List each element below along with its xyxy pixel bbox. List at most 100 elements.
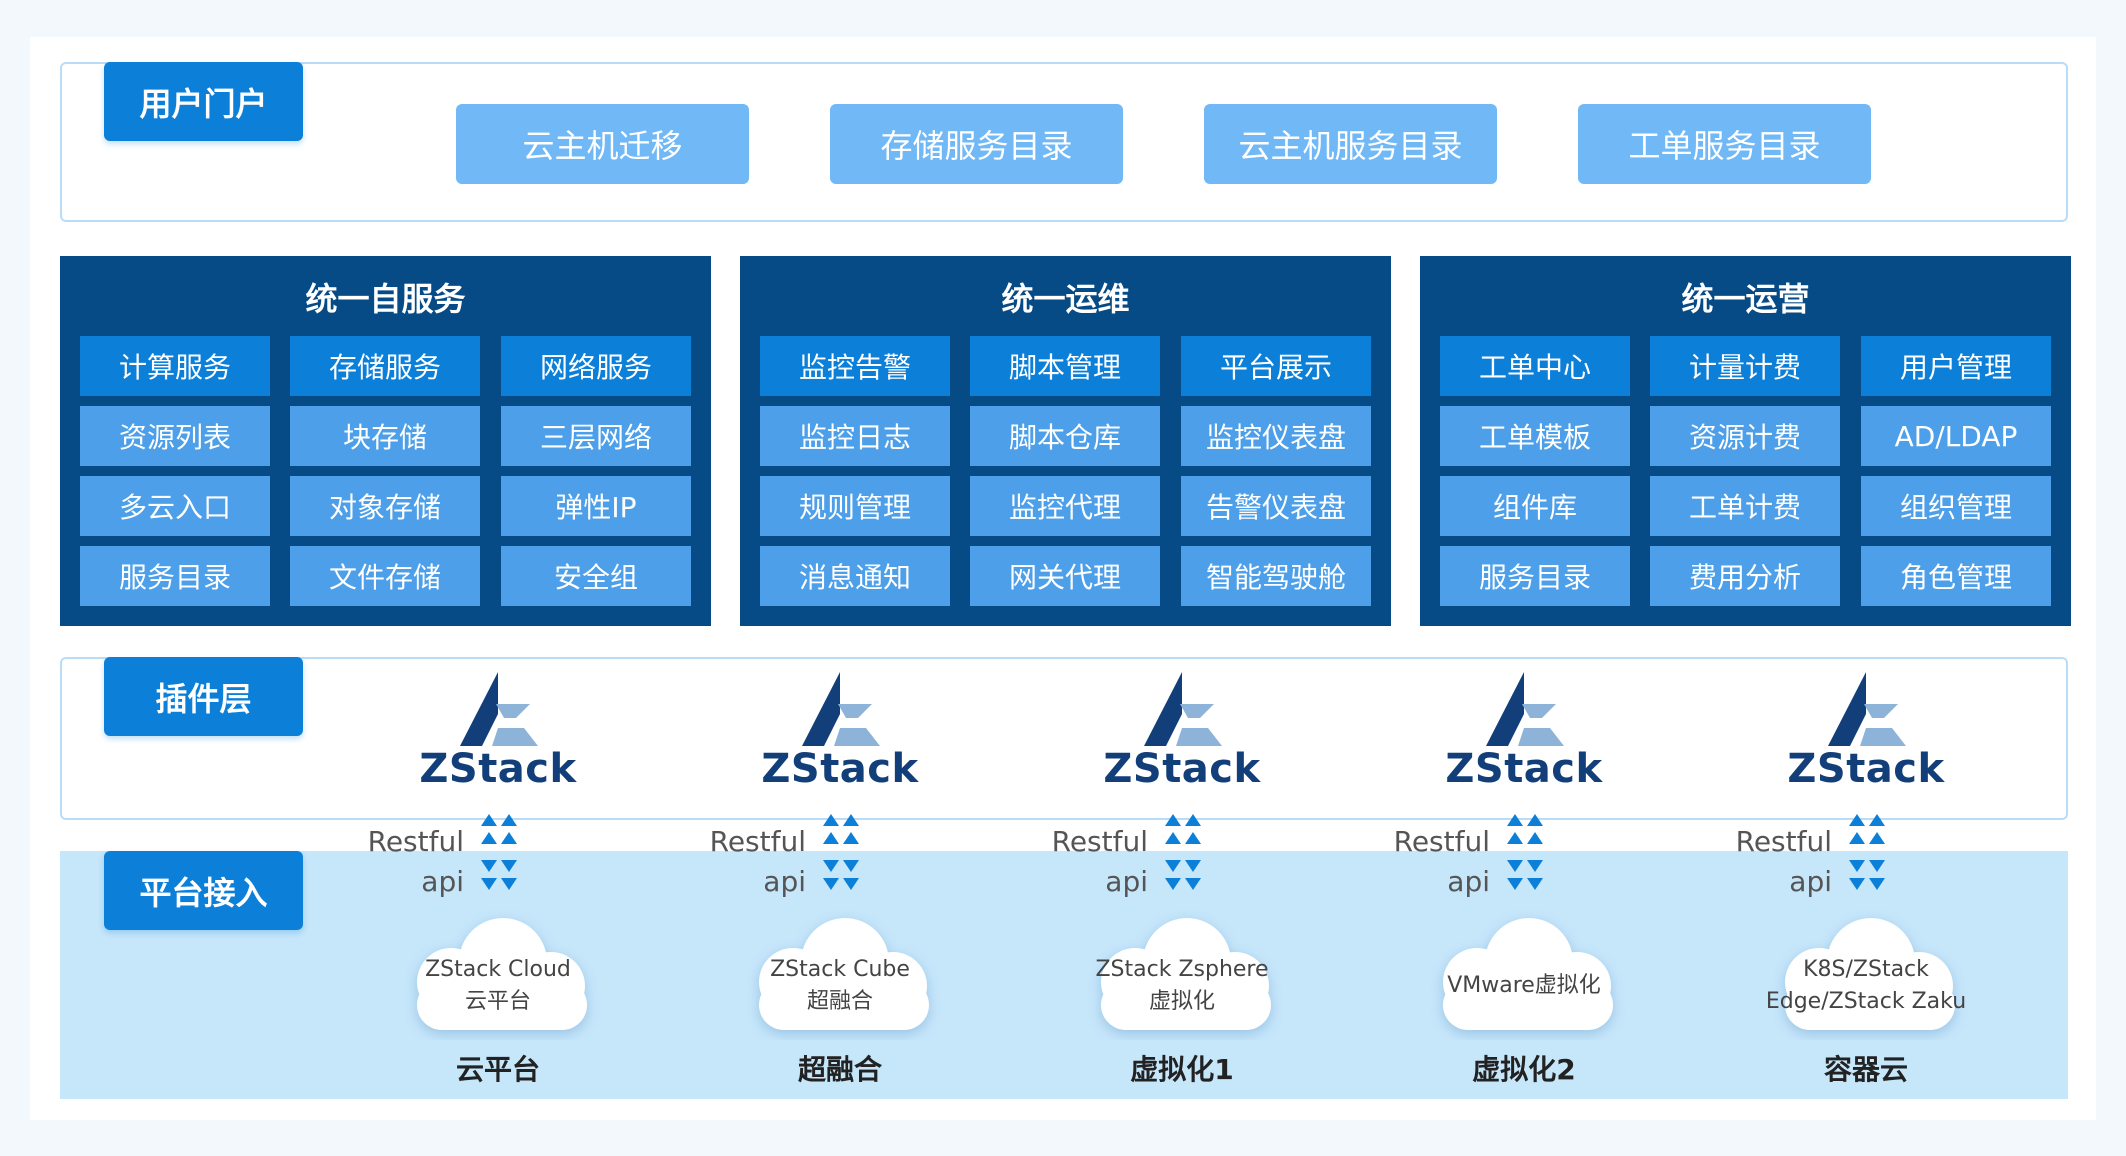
panel-cell[interactable]: 计量计费 (1650, 336, 1840, 396)
zstack-logo: ZStack (1082, 670, 1282, 795)
panel-cell[interactable]: 用户管理 (1861, 336, 2051, 396)
panel-cell[interactable]: 平台展示 (1181, 336, 1371, 396)
cloud-label-line1: K8S/ZStack (1803, 957, 1929, 982)
panel-cell[interactable]: 三层网络 (501, 406, 691, 466)
bidirectional-arrows-icon (823, 814, 859, 890)
zstack-logo-icon (1828, 672, 1906, 746)
cloud-label: ZStack Zsphere 虚拟化 (1077, 954, 1287, 1018)
restful-api-label: Restful api (1390, 822, 1490, 902)
cloud-label-line2: Edge/ZStack Zaku (1765, 989, 1967, 1014)
zstack-logo-icon (802, 672, 880, 746)
zstack-logo-text: ZStack (761, 746, 919, 792)
cloud-label: VMware虚拟化 (1419, 970, 1629, 1002)
cloud-icon (1443, 918, 1613, 1030)
platform-caption: 虚拟化2 (1472, 1053, 1576, 1086)
cloud-label-line2: 云平台 (464, 989, 531, 1014)
cloud-icon (759, 918, 929, 1030)
platform-cloud[interactable]: VMware虚拟化 (1419, 910, 1629, 1040)
zstack-logo-icon (1486, 672, 1564, 746)
cloud-label-line1: ZStack Zsphere (1095, 957, 1269, 982)
panel-business: 统一运营 工单中心 计量计费 用户管理 工单模板 资源计费 AD/LDAP 组件… (1420, 256, 2071, 626)
api-text: api (1105, 865, 1148, 898)
panel-cell[interactable]: 资源计费 (1650, 406, 1840, 466)
api-text: api (1447, 865, 1490, 898)
panel-operations: 统一运维 监控告警 脚本管理 平台展示 监控日志 脚本仓库 监控仪表盘 规则管理… (740, 256, 1391, 626)
panel-title: 统一运维 (1001, 280, 1130, 318)
restful-api-label: Restful api (364, 822, 464, 902)
panel-cell[interactable]: 消息通知 (760, 546, 950, 606)
api-text: api (421, 865, 464, 898)
panel-cell[interactable]: 规则管理 (760, 476, 950, 536)
cloud-label-line1: ZStack Cloud (425, 957, 571, 982)
panel-cell[interactable]: 组织管理 (1861, 476, 2051, 536)
panel-cell[interactable]: 工单中心 (1440, 336, 1630, 396)
plugin-layer-label: 插件层 (104, 657, 303, 736)
restful-text: Restful (1393, 825, 1490, 858)
panel-cell[interactable]: 工单计费 (1650, 476, 1840, 536)
panel-cell[interactable]: 网关代理 (970, 546, 1160, 606)
api-text: api (763, 865, 806, 898)
platform-access-band (60, 851, 2068, 1099)
cloud-icon (1101, 918, 1271, 1030)
bidirectional-arrows-icon (1507, 814, 1543, 890)
panel-cell[interactable]: 多云入口 (80, 476, 270, 536)
panel-cell[interactable]: 脚本仓库 (970, 406, 1160, 466)
zstack-logo-text: ZStack (1103, 746, 1261, 792)
plugin-layer-box (60, 657, 2068, 820)
cloud-label-line2: 虚拟化 (1148, 989, 1215, 1014)
zstack-logo-text: ZStack (419, 746, 577, 792)
zstack-logo-icon (1144, 672, 1222, 746)
api-text: api (1789, 865, 1832, 898)
cloud-label-line1: ZStack Cube (770, 957, 910, 982)
panel-cell[interactable]: 安全组 (501, 546, 691, 606)
platform-cloud[interactable]: ZStack Cloud 云平台 (393, 910, 603, 1040)
platform-cloud[interactable]: ZStack Cube 超融合 (735, 910, 945, 1040)
panel-cell[interactable]: 告警仪表盘 (1181, 476, 1371, 536)
restful-api-label: Restful api (1048, 822, 1148, 902)
panel-cell[interactable]: 智能驾驶舱 (1181, 546, 1371, 606)
panel-cell[interactable]: 工单模板 (1440, 406, 1630, 466)
panel-title: 统一运营 (1681, 280, 1810, 318)
platform-caption: 云平台 (455, 1053, 540, 1086)
zstack-logo-icon (460, 672, 538, 746)
zstack-logo-text: ZStack (1445, 746, 1603, 792)
portal-item-vm-migration[interactable]: 云主机迁移 (456, 104, 749, 184)
panel-cell[interactable]: 角色管理 (1861, 546, 2051, 606)
platform-cloud[interactable]: K8S/ZStack Edge/ZStack Zaku (1761, 910, 1971, 1040)
panel-cell[interactable]: 服务目录 (80, 546, 270, 606)
cloud-label: ZStack Cube 超融合 (735, 954, 945, 1018)
panel-cell[interactable]: 存储服务 (290, 336, 480, 396)
panel-cell[interactable]: 弹性IP (501, 476, 691, 536)
panel-cell[interactable]: AD/LDAP (1861, 406, 2051, 466)
zstack-logo: ZStack (1424, 670, 1624, 795)
panel-cell[interactable]: 监控仪表盘 (1181, 406, 1371, 466)
panel-cell[interactable]: 监控日志 (760, 406, 950, 466)
panel-self-service: 统一自服务 计算服务 存储服务 网络服务 资源列表 块存储 三层网络 多云入口 … (60, 256, 711, 626)
panel-cell[interactable]: 资源列表 (80, 406, 270, 466)
panel-cell[interactable]: 监控代理 (970, 476, 1160, 536)
bidirectional-arrows-icon (481, 814, 517, 890)
cloud-label: ZStack Cloud 云平台 (393, 954, 603, 1018)
panel-cell[interactable]: 脚本管理 (970, 336, 1160, 396)
platform-caption: 虚拟化1 (1130, 1053, 1234, 1086)
panel-cell[interactable]: 组件库 (1440, 476, 1630, 536)
platform-cloud[interactable]: ZStack Zsphere 虚拟化 (1077, 910, 1287, 1040)
cloud-icon (1785, 918, 1955, 1030)
panel-cell[interactable]: 块存储 (290, 406, 480, 466)
panel-cell[interactable]: 对象存储 (290, 476, 480, 536)
portal-item-vm-catalog[interactable]: 云主机服务目录 (1204, 104, 1497, 184)
panel-cell[interactable]: 计算服务 (80, 336, 270, 396)
panel-cell[interactable]: 费用分析 (1650, 546, 1840, 606)
bidirectional-arrows-icon (1849, 814, 1885, 890)
portal-item-storage-catalog[interactable]: 存储服务目录 (830, 104, 1123, 184)
platform-caption: 容器云 (1823, 1053, 1908, 1086)
panel-cell[interactable]: 服务目录 (1440, 546, 1630, 606)
panel-cell[interactable]: 网络服务 (501, 336, 691, 396)
portal-item-ticket-catalog[interactable]: 工单服务目录 (1578, 104, 1871, 184)
cloud-label: K8S/ZStack Edge/ZStack Zaku (1761, 954, 1971, 1018)
zstack-logo: ZStack (1766, 670, 1966, 795)
panel-cell[interactable]: 文件存储 (290, 546, 480, 606)
user-portal-label: 用户门户 (104, 62, 303, 141)
panel-title: 统一自服务 (305, 280, 466, 318)
panel-cell[interactable]: 监控告警 (760, 336, 950, 396)
